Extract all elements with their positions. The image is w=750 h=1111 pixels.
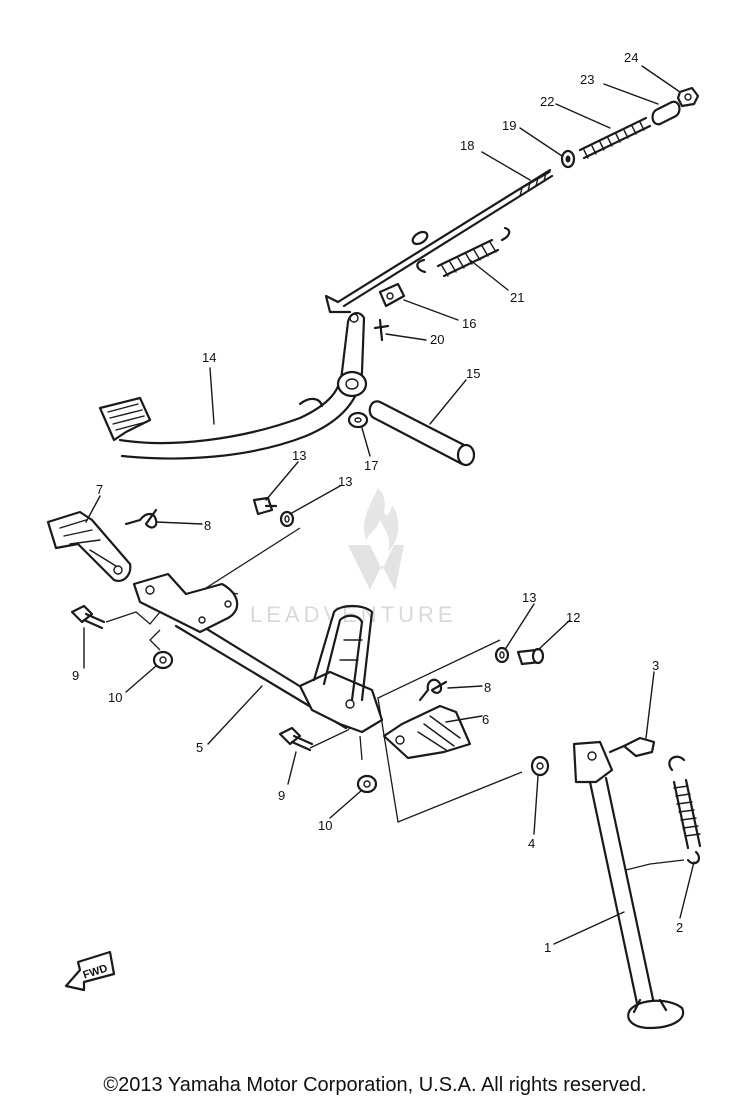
callout-20: 20 [430, 332, 444, 347]
callout-16: 16 [462, 316, 476, 331]
callout-10-right: 10 [318, 818, 332, 833]
nut-10-left [152, 650, 174, 670]
callout-13-upper: 13 [338, 474, 352, 489]
clip-13-lower [494, 646, 510, 664]
bolt-9-left [70, 604, 106, 630]
callout-14: 14 [202, 350, 216, 365]
bolt-9-right [278, 726, 314, 752]
nut-10-right [356, 774, 378, 794]
callout-9-right: 9 [278, 788, 285, 803]
callout-21: 22 [540, 94, 554, 109]
pivot-shaft [368, 400, 476, 467]
callout-10-left: 10 [108, 690, 122, 705]
footrest-left [46, 510, 132, 582]
callout-9-left: 9 [72, 668, 79, 683]
callout-3: 3 [652, 658, 659, 673]
callout-4: 4 [528, 836, 535, 851]
callout-2: 2 [676, 920, 683, 935]
callout-18: 18 [460, 138, 474, 153]
brake-pedal [98, 312, 368, 460]
callout-leaders [83, 65, 695, 945]
clevis-plate [378, 282, 406, 308]
callout-13-lower: 13 [522, 590, 536, 605]
callout-11: 12 [566, 610, 580, 625]
footrest-bar [132, 572, 384, 734]
callout-1: 1 [544, 940, 551, 955]
pin-11 [516, 647, 545, 666]
callout-19: 19 [502, 118, 516, 133]
callout-8-left: 8 [204, 518, 211, 533]
bolt-3 [608, 736, 656, 758]
footrest-spring-left [124, 508, 158, 529]
callout-23: 24 [624, 50, 638, 65]
footrest-spring-right [418, 678, 448, 702]
pin-12 [252, 496, 278, 516]
nut-4 [530, 755, 550, 777]
copyright-notice: ©2013 Yamaha Motor Corporation, U.S.A. A… [103, 1074, 647, 1096]
brake-rod-assembly [324, 86, 700, 314]
callout-12: 13 [292, 448, 306, 463]
callout-15: 15 [466, 366, 480, 381]
stand-spring [668, 755, 702, 865]
callout-17: 17 [364, 458, 378, 473]
washer-17 [347, 411, 369, 429]
fwd-arrow-icon: FWD [64, 950, 116, 992]
callout-24: 21 [510, 290, 524, 305]
footrest-right [382, 704, 472, 760]
callout-8-right: 8 [484, 680, 491, 695]
watermark: LEADVENTURE [250, 488, 453, 627]
callout-6: 6 [482, 712, 489, 727]
side-stand [572, 740, 685, 1030]
cotter-pin [373, 318, 390, 342]
return-spring [416, 226, 511, 278]
clip-13-upper [279, 510, 295, 528]
callout-5: 5 [196, 740, 203, 755]
callout-22: 23 [580, 72, 594, 87]
callout-7: 7 [96, 482, 103, 497]
callout-numbers: 24 23 22 19 18 21 16 20 14 15 17 13 13 7… [72, 50, 683, 955]
